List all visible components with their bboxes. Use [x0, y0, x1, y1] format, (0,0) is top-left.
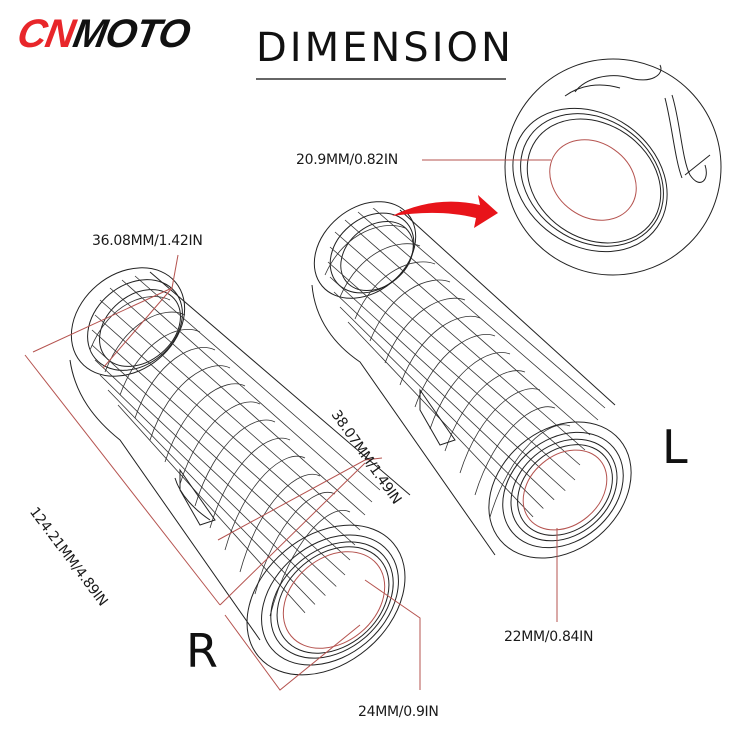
dim-leader-24 — [364, 579, 421, 690]
left-grip-front-outer — [488, 421, 632, 559]
left-grip-back-cap — [313, 201, 417, 299]
right-grip-bore — [282, 551, 386, 649]
right-grip-body-top-edge — [149, 271, 411, 496]
dim-label-24mm: 24MM/0.9IN — [358, 704, 439, 720]
dim-label-36mm: 36.08MM/1.42IN — [92, 233, 203, 249]
side-label-right: R — [186, 624, 218, 678]
end-detail-inset — [504, 58, 722, 276]
dim-line-length — [24, 354, 221, 606]
dimension-lines — [24, 159, 558, 691]
left-grip-bore — [522, 449, 608, 531]
dim-line-38 — [217, 457, 383, 541]
left-grip — [311, 201, 632, 559]
right-grip-texture — [89, 275, 381, 636]
left-grip-texture — [324, 208, 606, 541]
right-grip-body-bottom-edge — [69, 359, 261, 641]
side-label-left: L — [662, 420, 688, 474]
arrow-icon — [392, 195, 498, 228]
page-title: DIMENSION — [256, 25, 514, 71]
title-underline — [256, 78, 506, 80]
dim-label-22mm: 22MM/0.84IN — [504, 629, 594, 645]
inset-frame — [504, 58, 722, 276]
dim-label-20-9mm: 20.9MM/0.82IN — [296, 152, 398, 168]
dim-leader-36 — [171, 254, 179, 289]
dim-line-36 — [32, 287, 173, 369]
right-grip-front-outer — [246, 524, 406, 676]
right-grip — [69, 267, 411, 676]
right-grip-back-cap — [70, 267, 186, 377]
inset-bore — [549, 139, 637, 221]
